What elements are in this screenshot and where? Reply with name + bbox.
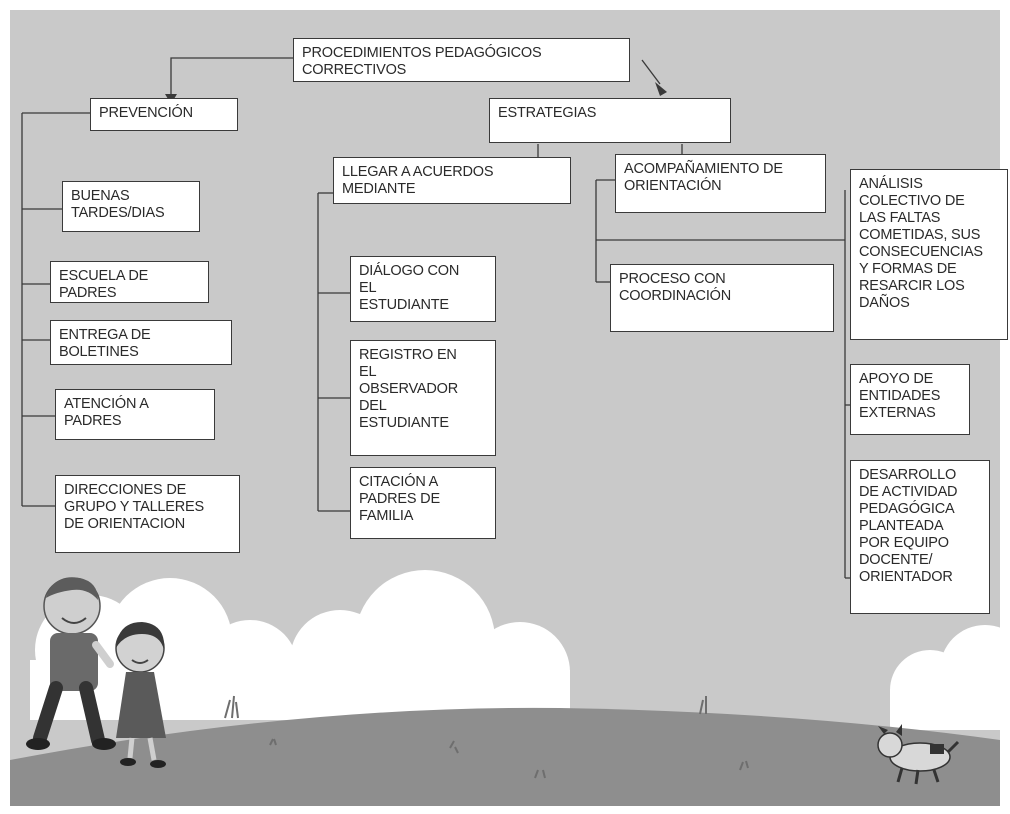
dog-illustration [877,724,960,785]
root-node: PROCEDIMIENTOS PEDAGÓGICOS CORRECTIVOS [293,38,630,82]
acompanamiento-node: ACOMPAÑAMIENTO DE ORIENTACIÓN [615,154,826,213]
cloud-right [890,625,1010,730]
connectors [21,57,850,579]
prevencion-item-entrega-boletines: ENTREGA DE BOLETINES [50,320,232,365]
boy-illustration [26,577,116,750]
acuerdos-item-citacion: CITACIÓN A PADRES DE FAMILIA [350,467,496,539]
prevencion-node: PREVENCIÓN [90,98,238,131]
proceso-coordinacion-node: PROCESO CON COORDINACIÓN [610,264,834,332]
prevencion-item-direcciones-grupo: DIRECCIONES DE GRUPO Y TALLERES DE ORIEN… [55,475,240,553]
right-item-apoyo: APOYO DE ENTIDADES EXTERNAS [850,364,970,435]
right-item-analisis: ANÁLISIS COLECTIVO DE LAS FALTAS COMETID… [850,169,1008,340]
acuerdos-node: LLEGAR A ACUERDOS MEDIANTE [333,157,571,204]
prevencion-item-atencion-padres: ATENCIÓN A PADRES [55,389,215,440]
acuerdos-item-registro: REGISTRO EN EL OBSERVADOR DEL ESTUDIANTE [350,340,496,456]
right-item-desarrollo: DESARROLLO DE ACTIVIDAD PEDAGÓGICA PLANT… [850,460,990,614]
estrategias-node: ESTRATEGIAS [489,98,731,143]
grass-tufts [224,695,749,779]
prevencion-item-escuela-padres: ESCUELA DE PADRES [50,261,209,303]
prevencion-item-buenas-tardes: BUENAS TARDES/DIAS [62,181,200,232]
girl-illustration [115,622,166,768]
grass-hill [10,707,1000,806]
acuerdos-item-dialogo: DIÁLOGO CON EL ESTUDIANTE [350,256,496,322]
